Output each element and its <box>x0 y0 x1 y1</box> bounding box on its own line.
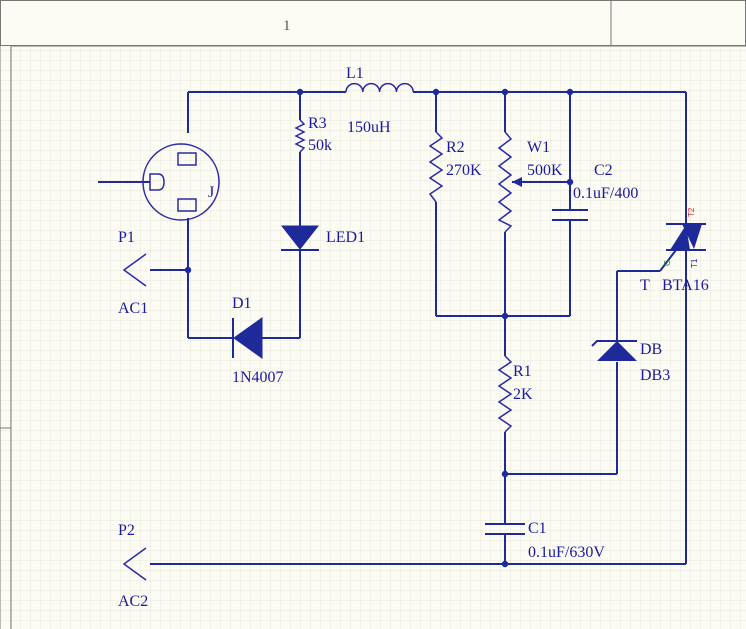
p1-ref: P1 <box>118 229 135 246</box>
triac-bta16[interactable]: T2 T1 G T BTA16 <box>640 207 709 294</box>
w1-value: 500K <box>527 162 563 179</box>
triac-value: BTA16 <box>662 277 709 294</box>
resistor-r2[interactable]: R2 270K <box>428 131 482 203</box>
resistor-r1[interactable]: R1 2K <box>497 355 533 433</box>
c2-ref: C2 <box>594 162 613 179</box>
resistor-r3[interactable]: R3 50k <box>294 115 332 154</box>
diac-db[interactable]: DB DB3 <box>591 340 670 384</box>
connector-p2[interactable]: P2 AC2 <box>118 522 188 610</box>
led-led1[interactable]: LED1 <box>280 225 365 251</box>
capacitor-c2[interactable]: C2 0.1uF/400 <box>552 162 638 221</box>
r1-value: 2K <box>513 386 533 403</box>
diode-d1[interactable]: D1 1N4007 <box>232 295 284 386</box>
triac-pin-g: G <box>663 260 672 266</box>
l1-value: 150uH <box>347 119 391 136</box>
triac-ref: T <box>640 277 650 294</box>
r2-value: 270K <box>446 162 482 179</box>
r1-ref: R1 <box>513 363 532 380</box>
w1-ref: W1 <box>527 139 550 156</box>
capacitor-c1[interactable]: C1 0.1uF/630V <box>485 520 605 561</box>
wires <box>98 91 687 565</box>
p1-value: AC1 <box>118 300 148 317</box>
led1-ref: LED1 <box>326 229 365 246</box>
p2-ref: P2 <box>118 522 135 539</box>
j-ref: J <box>208 184 214 201</box>
db-value: DB3 <box>640 367 670 384</box>
r3-value: 50k <box>308 137 332 154</box>
p2-value: AC2 <box>118 593 148 610</box>
zone-number: 1 <box>283 18 291 34</box>
socket-j[interactable]: J <box>142 143 220 221</box>
connector-p1[interactable]: P1 AC1 <box>118 229 148 317</box>
triac-pin-t2: T2 <box>687 207 696 217</box>
r2-ref: R2 <box>446 139 465 156</box>
inductor-l1[interactable]: L1 150uH <box>345 65 414 136</box>
d1-ref: D1 <box>232 295 252 312</box>
triac-pin-t1: T1 <box>690 258 699 268</box>
r3-ref: R3 <box>308 115 327 132</box>
d1-value: 1N4007 <box>232 369 284 386</box>
c2-value: 0.1uF/400 <box>573 185 638 202</box>
c1-ref: C1 <box>528 520 547 537</box>
c1-value: 0.1uF/630V <box>528 544 605 561</box>
l1-ref: L1 <box>346 65 364 82</box>
junctions <box>184 88 574 568</box>
potentiometer-w1[interactable]: W1 500K <box>497 131 563 233</box>
db-ref: DB <box>640 341 662 358</box>
